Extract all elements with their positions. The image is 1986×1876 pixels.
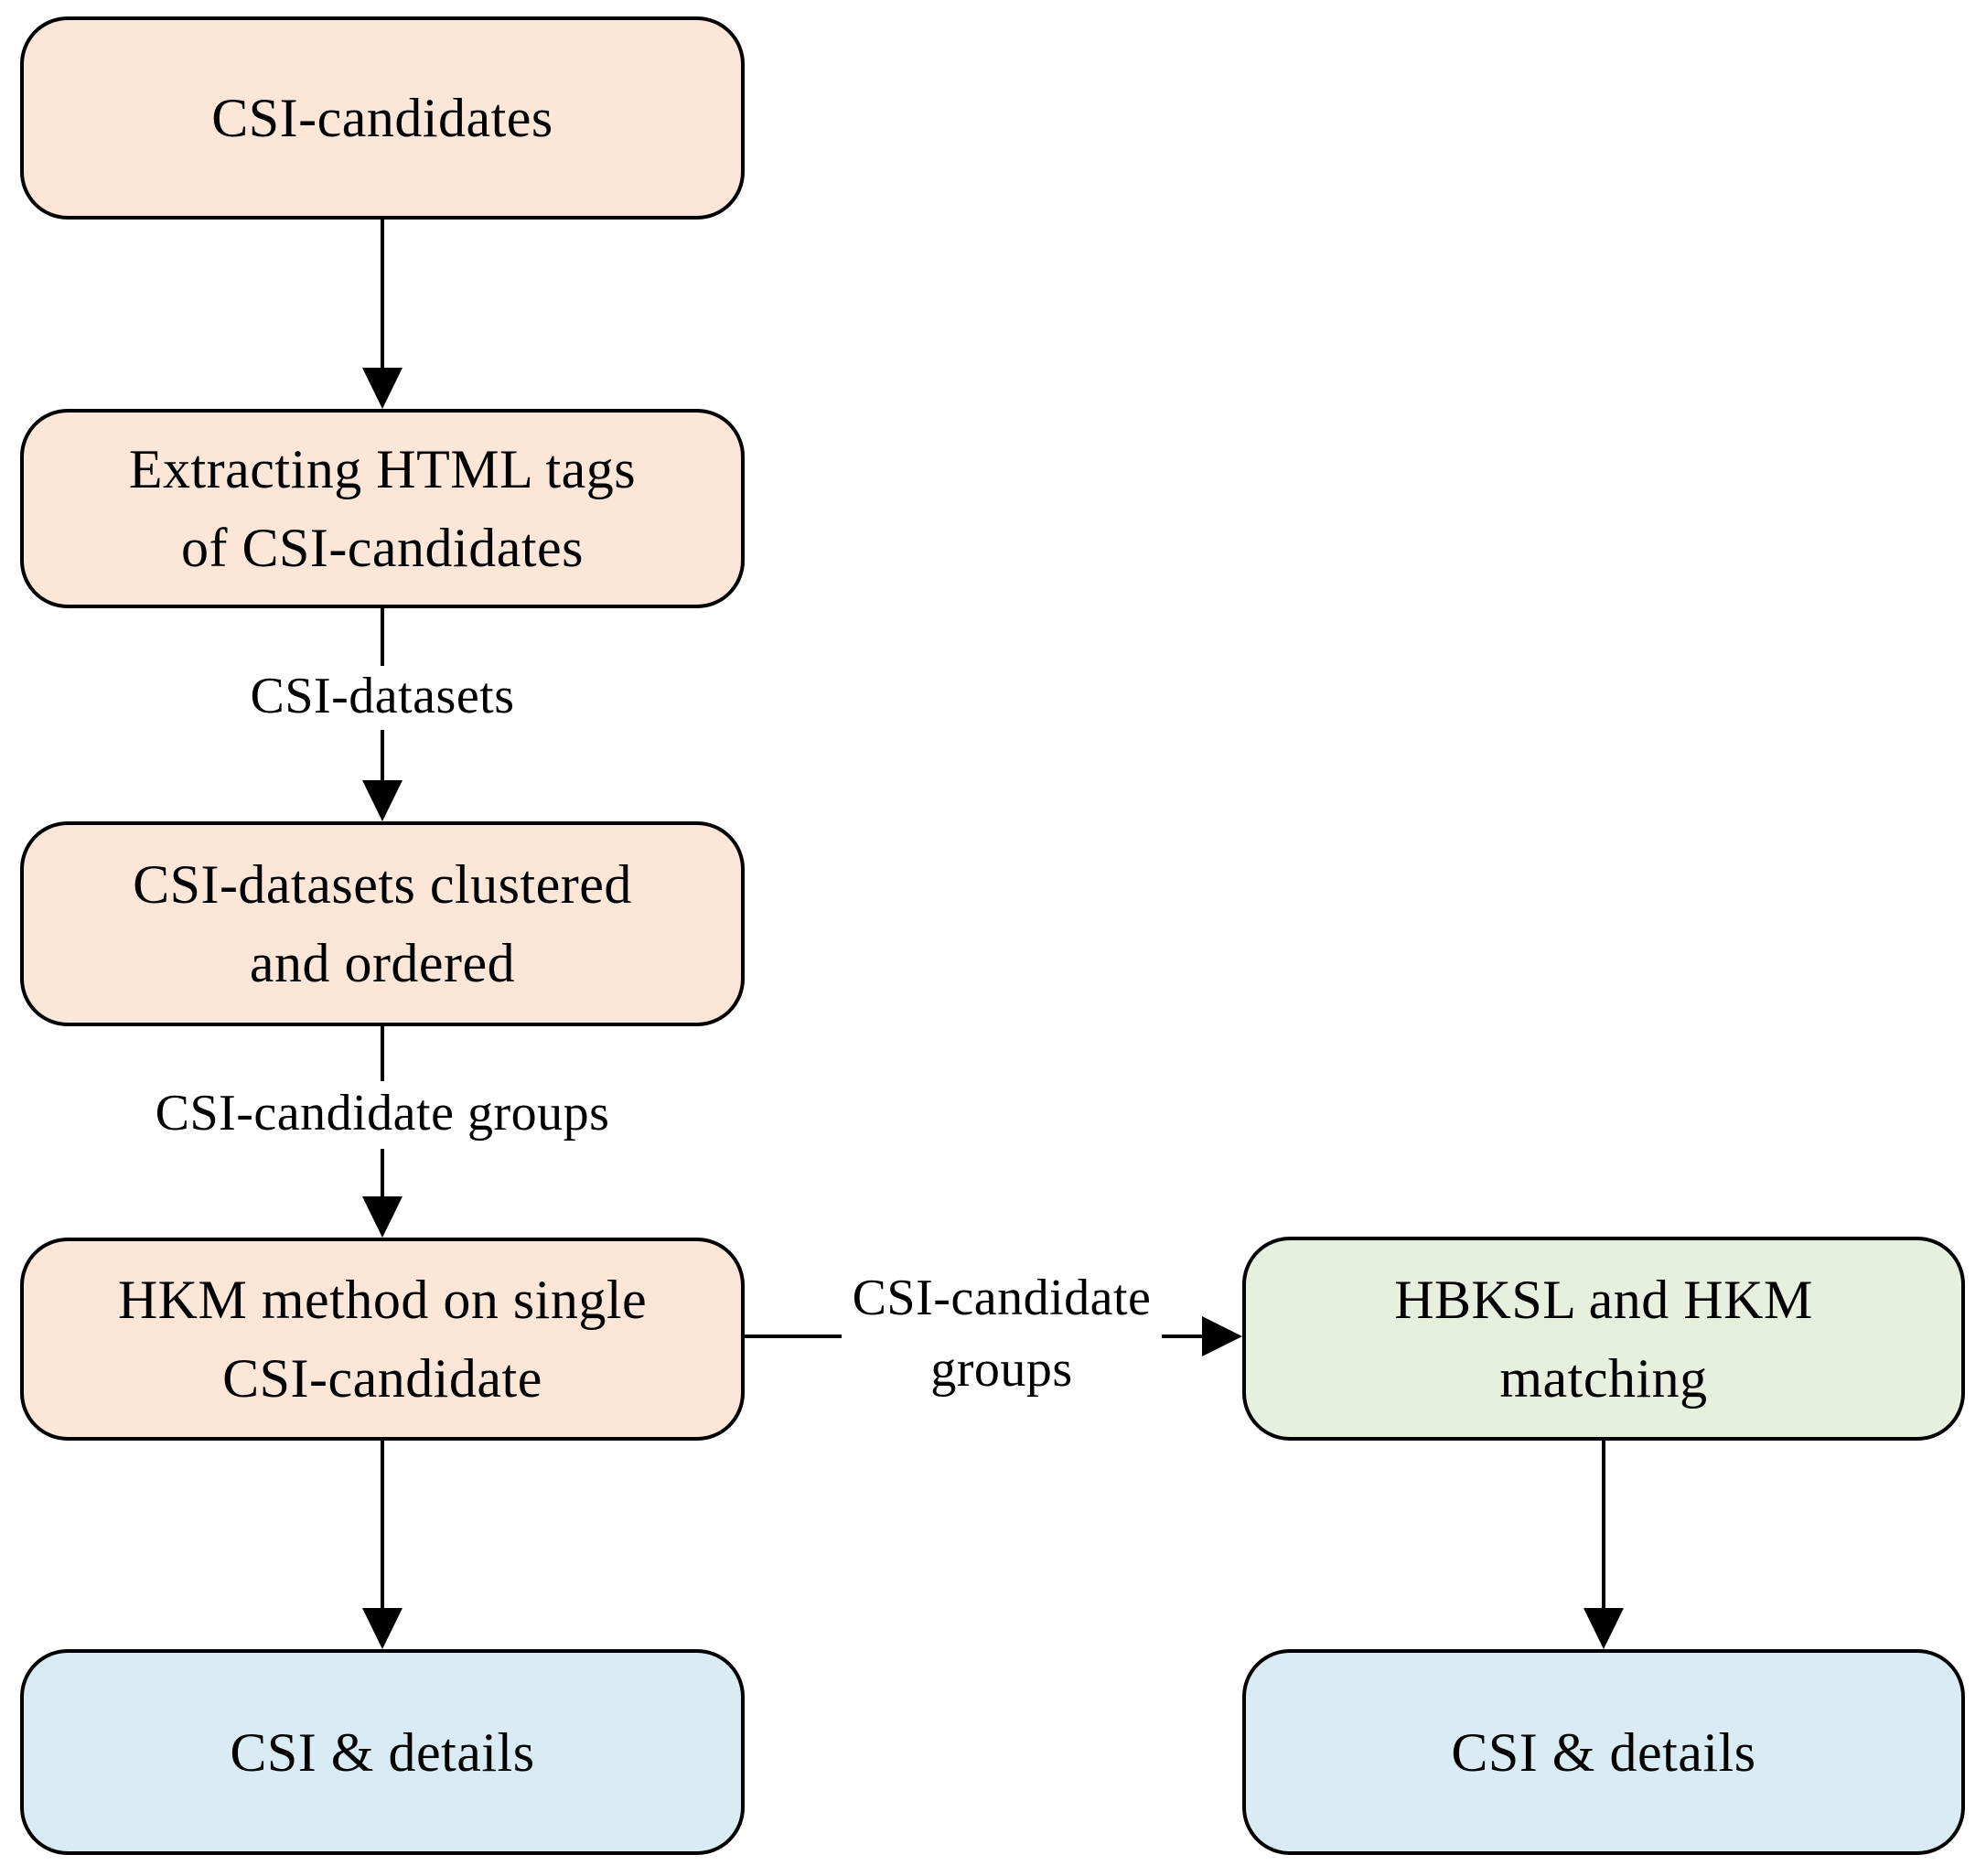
- node-hbksl-hkm-matching: HBKSL and HKM matching: [1242, 1237, 1965, 1441]
- node-datasets-clustered: CSI-datasets clustered and ordered: [20, 821, 745, 1026]
- connector-1-line: [381, 220, 384, 370]
- node-csi-details-right-label: CSI & details: [1451, 1721, 1756, 1783]
- connector-5-line-right: [1162, 1335, 1202, 1338]
- node-csi-candidates-label: CSI-candidates: [211, 88, 553, 148]
- node-extract-html-tags-label: Extracting HTML tags of CSI-candidates: [128, 439, 637, 578]
- edge-label-csi-candidate-groups: CSI-candidate groups: [155, 1085, 610, 1142]
- node-csi-details-right: CSI & details: [1242, 1649, 1965, 1855]
- connector-3-line-bottom: [381, 1149, 384, 1196]
- connector-2-line-bottom: [381, 730, 384, 780]
- arrowhead-down-icon: [1583, 1608, 1624, 1649]
- node-csi-candidates: CSI-candidates: [20, 16, 745, 220]
- arrowhead-down-icon: [362, 780, 403, 821]
- node-hbksl-hkm-matching-label: HBKSL and HKM matching: [1394, 1269, 1813, 1409]
- node-csi-details-left: CSI & details: [20, 1649, 745, 1855]
- connector-3-line-top: [381, 1026, 384, 1081]
- node-csi-details-left-label: CSI & details: [230, 1721, 535, 1783]
- edge-label-csi-candidate-groups-horizontal: CSI-candidate groups: [852, 1270, 1152, 1398]
- node-datasets-clustered-label: CSI-datasets clustered and ordered: [133, 854, 632, 993]
- connector-6-line: [1602, 1441, 1605, 1608]
- arrowhead-down-icon: [362, 1196, 403, 1238]
- arrowhead-right-icon: [1202, 1316, 1242, 1356]
- node-hkm-single: HKM method on single CSI-candidate: [20, 1238, 745, 1441]
- edge-label-csi-datasets: CSI-datasets: [250, 668, 515, 724]
- arrowhead-down-icon: [362, 368, 403, 409]
- arrowhead-down-icon: [362, 1608, 403, 1649]
- connector-5-line-left: [745, 1335, 842, 1338]
- connector-4-line: [381, 1441, 384, 1608]
- node-hkm-single-label: HKM method on single CSI-candidate: [117, 1270, 648, 1409]
- connector-2-line-top: [381, 608, 384, 666]
- node-extract-html-tags: Extracting HTML tags of CSI-candidates: [20, 409, 745, 608]
